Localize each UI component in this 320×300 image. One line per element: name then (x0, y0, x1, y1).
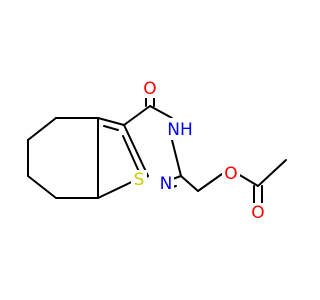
bond-c4a-c8a-inner (122, 135, 141, 175)
bond-c2-ch2 (180, 175, 199, 192)
atom-o-ester: O (224, 164, 237, 184)
bond-c4a-c4 (123, 105, 151, 126)
bond-layer (27, 82, 287, 211)
bond-c2-c3 (27, 117, 57, 141)
atom-o-acetyl: O (251, 203, 264, 223)
bond-ch2-o (197, 173, 223, 192)
bond-c3a-c7a (97, 117, 125, 126)
bond-c4-c5 (27, 175, 57, 199)
atom-s-ring: S (134, 170, 145, 190)
atom-nh: NH (167, 120, 193, 140)
bond-cacyl-ch3 (257, 159, 287, 187)
bond-c4-n3 (149, 105, 173, 119)
molecule-structure: O NH N S O O (27, 78, 287, 223)
atom-o-carbonyl: O (143, 79, 156, 99)
bond-o-cacyl (237, 173, 259, 187)
bond-c4a-c8a (123, 124, 149, 177)
atom-label-layer: O NH N S O O (131, 78, 267, 223)
bond-c3a-c7a-inner (103, 125, 119, 131)
bond-n3-c2 (171, 139, 182, 177)
atom-n-ring: N (160, 174, 173, 194)
